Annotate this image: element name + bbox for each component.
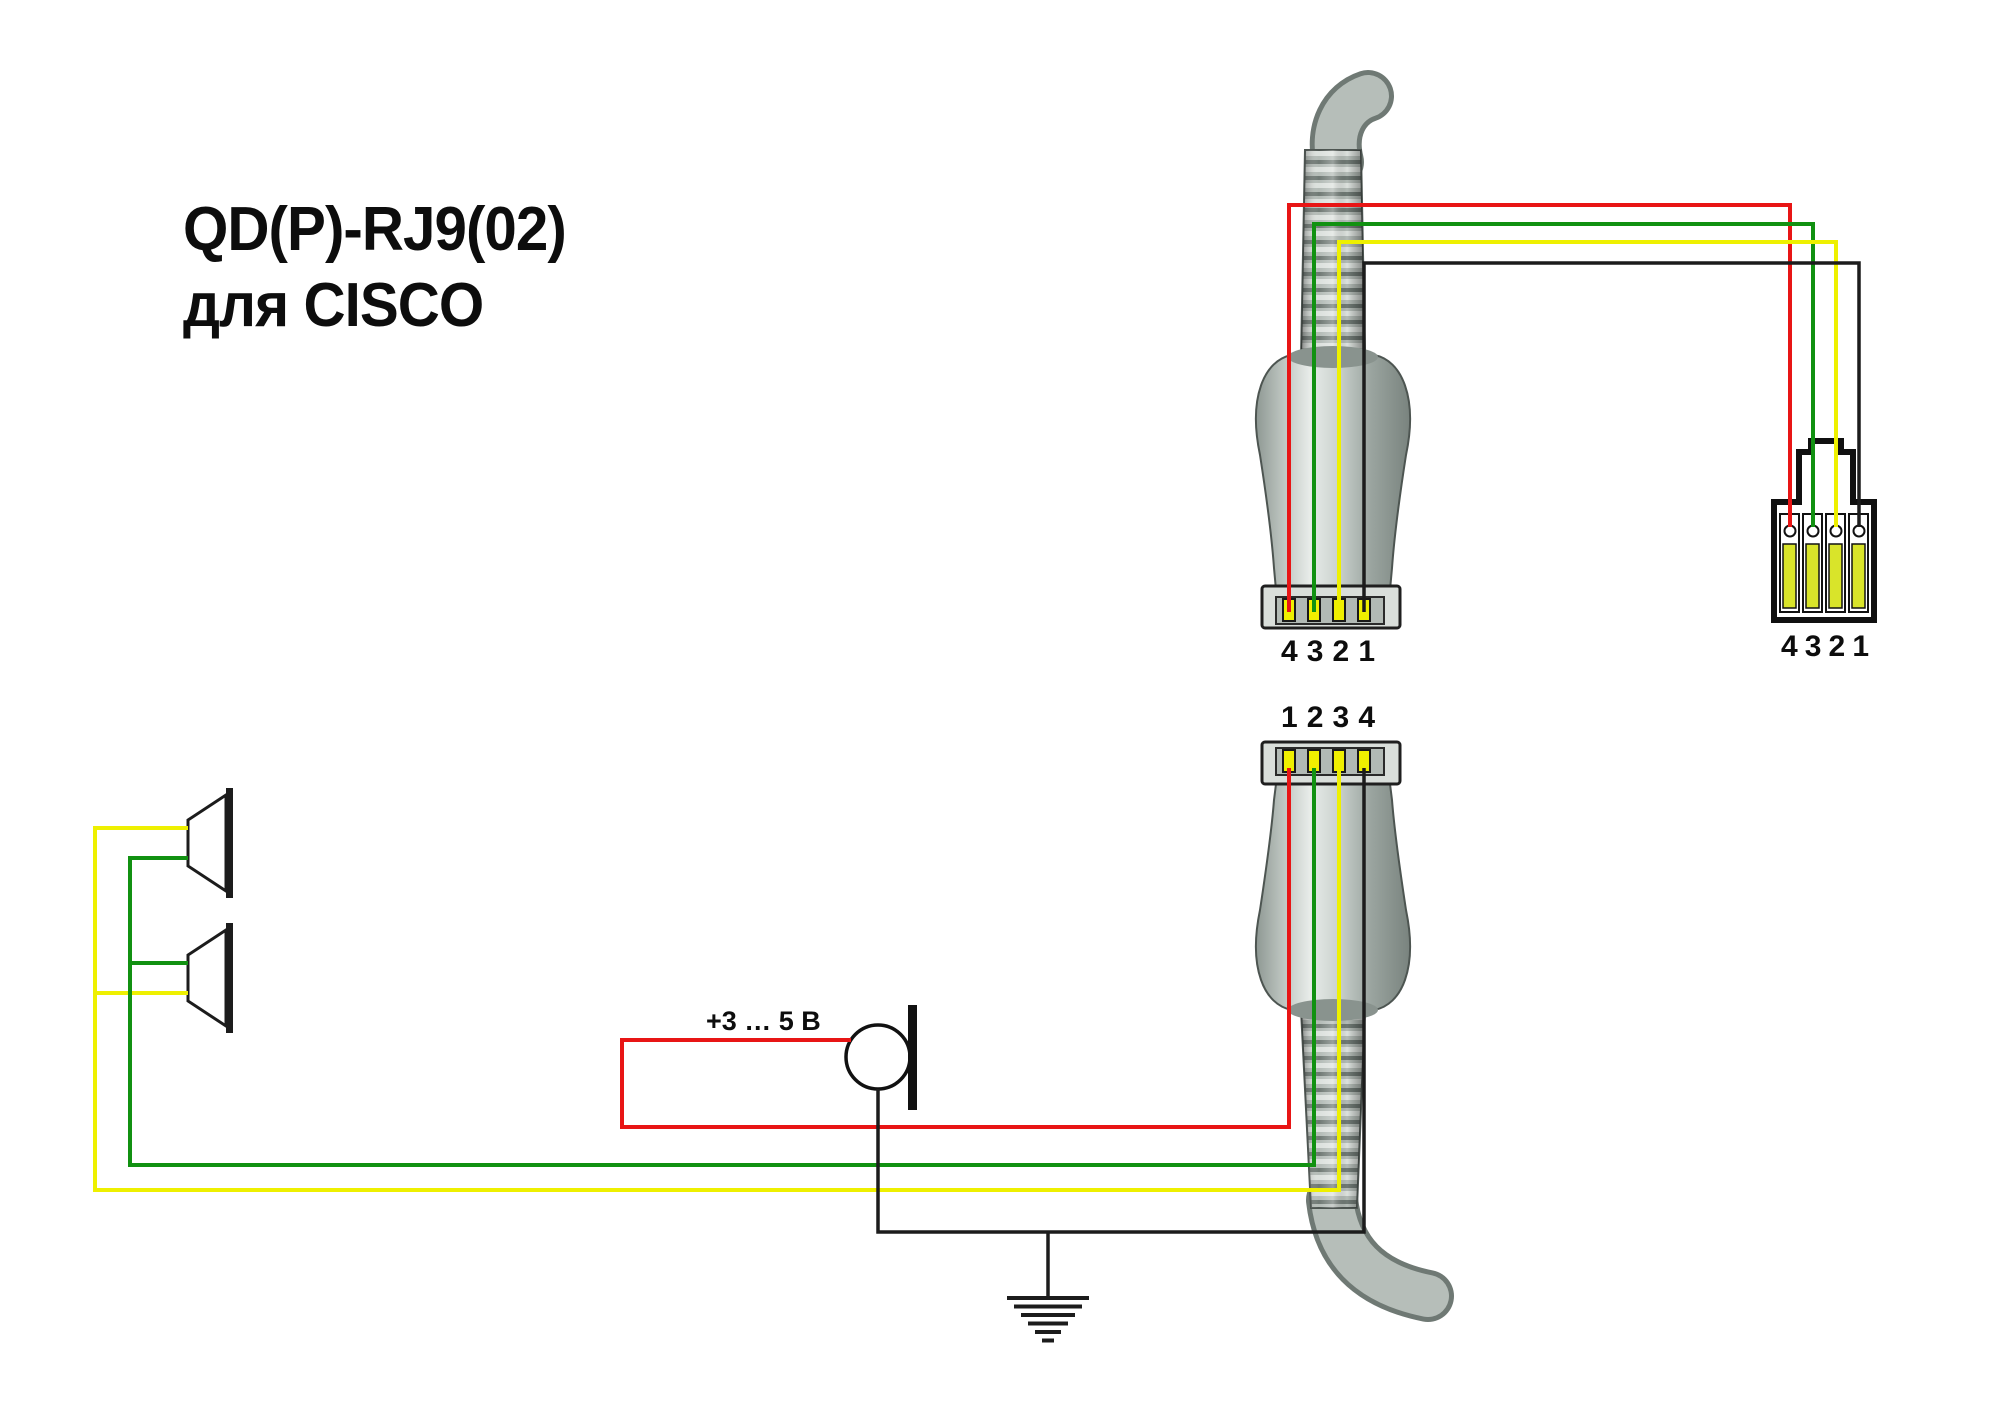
title-line2: для CISCO — [183, 270, 484, 340]
bottom-ribbed-cable-shading — [1301, 1010, 1365, 1208]
red-wire-top — [1287, 203, 1792, 612]
top-qd-neck — [1288, 346, 1378, 368]
speaker-lower-cone — [186, 927, 228, 1029]
rj9-wire-hole-1 — [1852, 524, 1866, 538]
rj9-pin-3 — [1805, 543, 1820, 609]
bottom-qd-body — [1255, 783, 1411, 1011]
microphone-symbol — [844, 1005, 917, 1110]
bottom-cable — [1311, 1179, 1449, 1317]
qd-connector-top — [1255, 70, 1411, 630]
mic-voltage-label: +3 … 5 В — [706, 1006, 821, 1036]
rj9-wire-hole-2 — [1829, 524, 1843, 538]
yellow-wire-bottom — [93, 768, 1341, 1192]
black-wire-bottom — [876, 768, 1366, 1234]
rj9-pin-4 — [1782, 543, 1797, 609]
microphone-capsule — [844, 1023, 912, 1091]
microphone-plate — [908, 1005, 917, 1110]
speaker-lower — [186, 923, 233, 1033]
black-wire-top — [1362, 261, 1861, 612]
rj9-plug — [1771, 438, 1877, 623]
speaker-upper — [186, 788, 233, 898]
wires — [93, 203, 1861, 1234]
top-qd-pin-numbers: 4 3 2 1 — [1281, 635, 1375, 668]
top-ribbed-cable-shading — [1301, 150, 1365, 357]
rj9-pin-1 — [1851, 543, 1866, 609]
title-line1: QD(P)-RJ9(02) — [183, 195, 567, 264]
speaker-upper-cone — [186, 792, 228, 894]
yellow-wire-top — [1337, 240, 1838, 612]
bottom-qd-pin-numbers: 1 2 3 4 — [1281, 701, 1375, 734]
bottom-qd-neck — [1288, 999, 1378, 1021]
ground-symbol — [1007, 1232, 1089, 1343]
rj9-pin-2 — [1828, 543, 1843, 609]
green-wire-bottom — [128, 768, 1316, 1167]
red-wire-bottom — [620, 768, 1291, 1129]
rj9-pin-numbers: 4 3 2 1 — [1781, 630, 1869, 663]
speaker-upper-baffle — [226, 788, 233, 898]
top-qd-body — [1255, 354, 1411, 591]
rj9-wire-hole-3 — [1806, 524, 1820, 538]
green-wire-top — [1312, 222, 1815, 612]
speaker-lower-baffle — [226, 923, 233, 1033]
rj9-wire-hole-4 — [1783, 524, 1797, 538]
qd-connector-bottom — [1255, 740, 1454, 1322]
page-title: QD(P)-RJ9(02) для CISCO — [183, 192, 567, 343]
